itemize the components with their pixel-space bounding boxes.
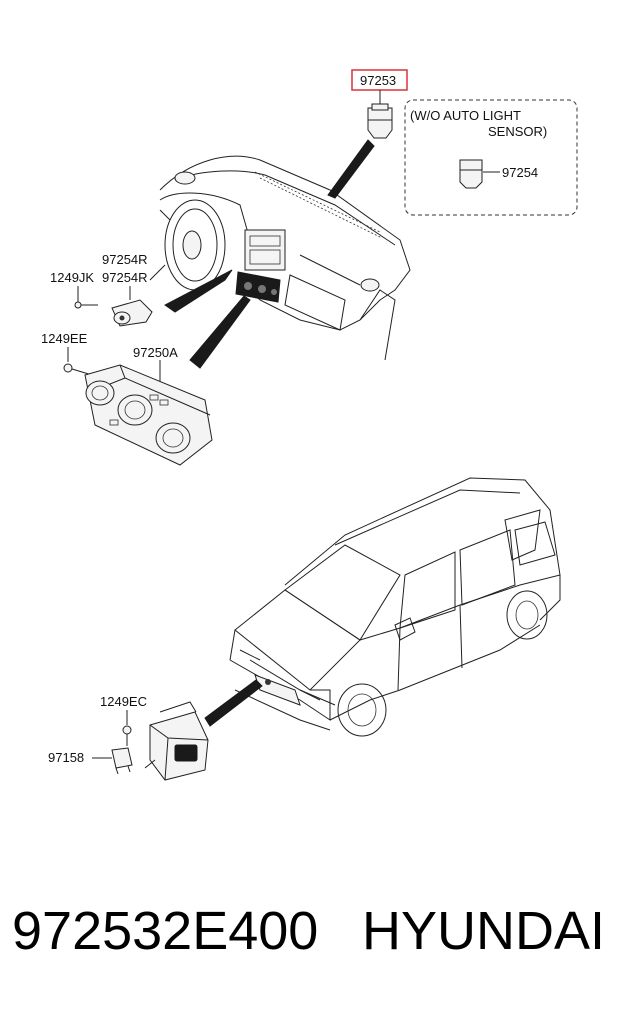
suv-illustration <box>204 477 561 737</box>
callout-1249EC: 1249EC <box>100 694 147 709</box>
part-switch-assembly: 1249EC 97158 <box>48 694 209 781</box>
part-number: 972532E400 <box>12 901 319 961</box>
callout-97254R-a: 97254R <box>102 252 148 267</box>
part-97254R-rheostat: 97254R 97254R 1249JK <box>50 252 153 327</box>
callout-97253: 97253 <box>360 73 396 88</box>
callout-1249EE: 1249EE <box>41 331 88 346</box>
brand-name: HYUNDAI <box>362 901 606 961</box>
callout-97250A: 97250A <box>133 345 178 360</box>
callout-1249JK: 1249JK <box>50 270 94 285</box>
dashboard-illustration <box>149 139 411 369</box>
callout-97254R-b: 97254R <box>102 270 148 285</box>
part-97253-sensor: 97253 <box>351 69 408 139</box>
note-line-2: SENSOR) <box>488 124 547 139</box>
note-line-1: (W/O AUTO LIGHT <box>410 108 521 123</box>
parts-diagram: 97253 (W/O AUTO LIGHT SENSOR) 97254 9725… <box>41 69 578 781</box>
part-97250A-climate-control: 1249EE 97250A <box>41 331 213 466</box>
callout-97158: 97158 <box>48 750 84 765</box>
note-without-auto-light-sensor: (W/O AUTO LIGHT SENSOR) 97254 <box>404 99 578 216</box>
callout-97254: 97254 <box>502 165 538 180</box>
